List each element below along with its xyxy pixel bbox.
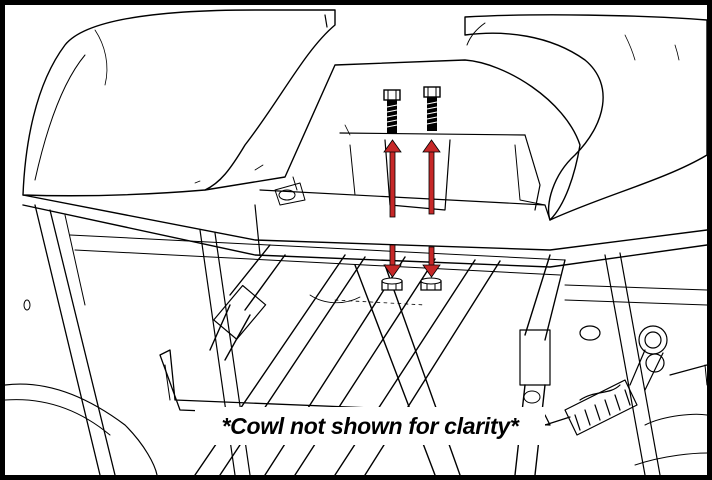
cross-member	[22, 194, 707, 251]
left-shock	[229, 244, 286, 311]
right-seat-outline	[464, 14, 707, 221]
right-shock	[524, 254, 566, 341]
arrow-down-icon	[422, 246, 441, 278]
left-seat-outline	[22, 9, 336, 197]
arrow-down-icon	[383, 244, 402, 278]
arrow-up-icon	[383, 139, 402, 218]
steering-boot	[544, 325, 707, 436]
technical-line-drawing	[5, 9, 707, 475]
bolt-icon	[423, 86, 441, 131]
arrow-up-icon	[422, 139, 441, 215]
caption-note: *Cowl not shown for clarity*	[195, 407, 545, 445]
bolt-icon	[383, 89, 401, 134]
foot-rest	[159, 349, 551, 426]
nut-icon	[420, 277, 442, 291]
nut-icon	[381, 277, 403, 291]
center-panel	[204, 59, 581, 221]
